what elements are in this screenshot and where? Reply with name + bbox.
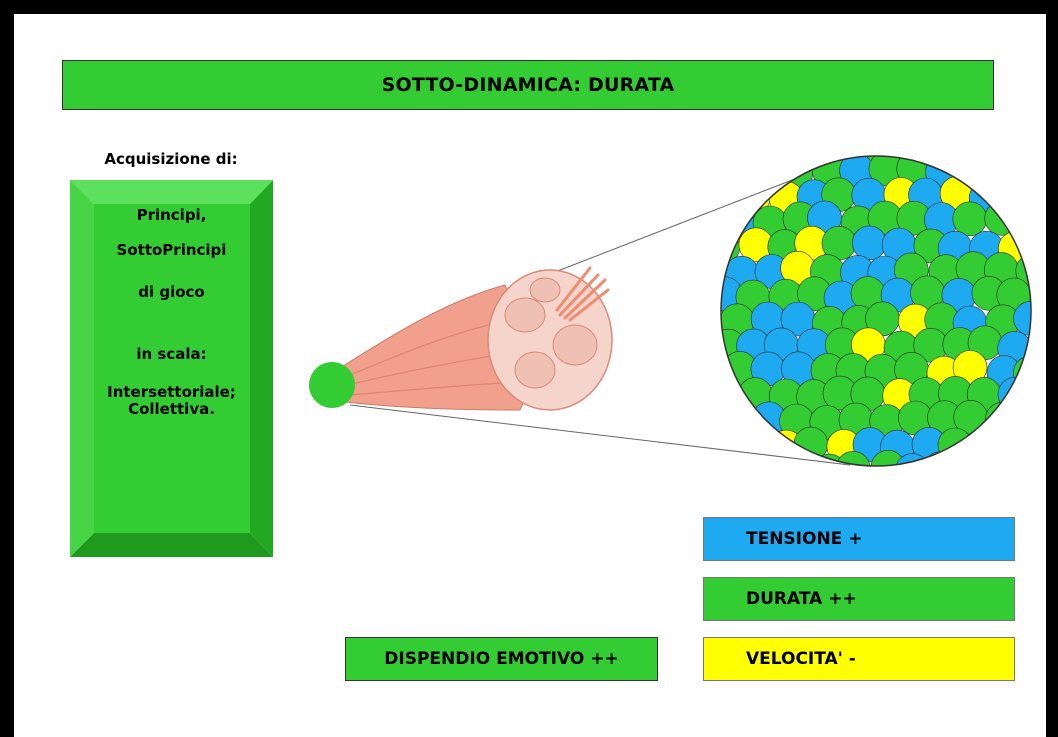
principles-panel-text: Principi, SottoPrincipi di gioco in scal… <box>70 180 273 557</box>
legend-duration: DURATA ++ <box>703 577 1015 621</box>
fiber-dot <box>937 156 973 163</box>
fiber-dot <box>1015 451 1031 466</box>
title-text: SOTTO-DINAMICA: DURATA <box>381 74 675 96</box>
bevel-panel <box>70 180 273 557</box>
fiber-dot <box>995 430 1030 466</box>
panel-line: in scala: <box>136 345 207 363</box>
fiber-dot <box>825 156 860 161</box>
muscle-origin-dot <box>309 362 355 408</box>
fiber-dot <box>751 454 786 466</box>
fiber-dot <box>721 454 756 466</box>
fiber-dot <box>999 156 1031 162</box>
fiber-dot <box>721 180 742 215</box>
fiber-dot <box>952 201 988 237</box>
panel-line: Collettiva. <box>128 400 215 418</box>
muscle-illustration <box>309 266 613 411</box>
fiber-dot <box>997 176 1031 211</box>
fiber-dot <box>1012 156 1031 188</box>
legend-tension: TENSIONE + <box>703 517 1015 561</box>
emotional-cost-box: DISPENDIO EMOTIVO ++ <box>345 637 658 681</box>
fiber-dot <box>952 452 987 466</box>
page-title: SOTTO-DINAMICA: DURATA <box>62 60 994 110</box>
fiber-dot <box>870 449 906 466</box>
zoom-line-top <box>554 169 819 273</box>
acquisition-heading: Acquisizione di: <box>104 150 238 168</box>
fiber-dot <box>984 454 1019 466</box>
fiber-dot <box>721 378 742 414</box>
fiber-dot <box>778 449 814 466</box>
fiber-dot <box>851 225 887 261</box>
legend-speed: VELOCITA' - <box>703 637 1015 681</box>
fiber-dot <box>721 353 730 389</box>
fiber-dot <box>722 156 758 188</box>
fiber-outline <box>720 155 1032 467</box>
fiber-dot <box>723 402 759 437</box>
fiber-dot <box>721 429 740 465</box>
fiber-dot <box>763 156 799 166</box>
fiber-dot <box>721 202 731 237</box>
fiber-dot <box>721 403 729 438</box>
zoom-line-bottom <box>349 404 851 466</box>
fiber-dot <box>967 156 1002 163</box>
panel-line: di gioco <box>138 283 205 301</box>
fiber-dot <box>721 451 727 466</box>
fiber-dot <box>794 156 830 162</box>
fiber-dot <box>1010 203 1031 238</box>
fiber-dot <box>721 156 732 188</box>
fiber-dot <box>735 156 771 163</box>
fiber-zoom-circle <box>720 155 1032 467</box>
fiber-dot <box>983 156 1019 188</box>
fiber-dot <box>721 156 743 164</box>
fiber-dot <box>738 429 774 465</box>
fiber-dot <box>997 376 1031 412</box>
panel-line: Principi, <box>136 206 207 224</box>
fiber-dot <box>1012 402 1031 438</box>
fiber-dot <box>721 253 728 289</box>
fiber-dot <box>753 156 788 188</box>
panel-line: Intersettoriale; <box>107 383 236 401</box>
fiber-dot <box>984 401 1020 437</box>
fiber-dot <box>835 450 871 466</box>
panel-line: SottoPrincipi <box>116 241 227 259</box>
